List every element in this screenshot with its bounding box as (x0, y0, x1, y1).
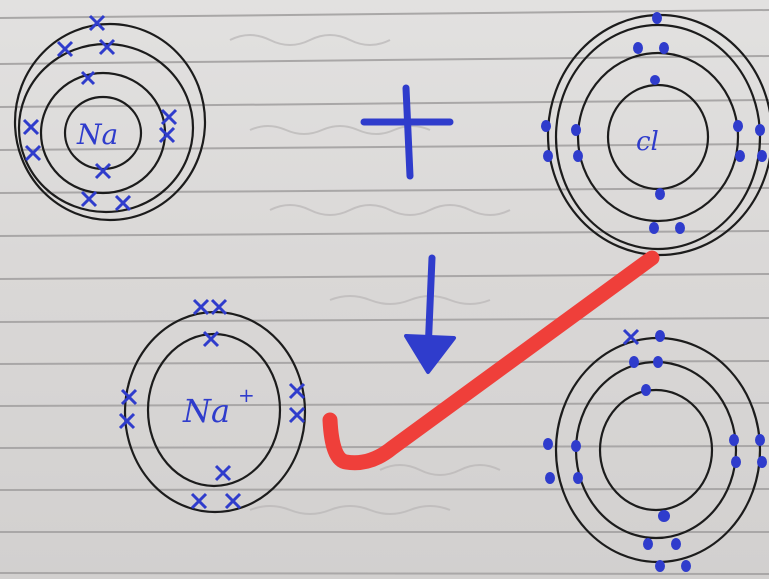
chloride-ion-shell-1 (598, 388, 714, 512)
chloride-ion (543, 328, 767, 572)
sodium-ion-label: Na (182, 392, 230, 430)
sodium-ion-electrons (118, 298, 306, 510)
chloride-ion-shell-3 (554, 336, 762, 564)
sodium-label: Na (76, 118, 118, 151)
chlorine-electrons (541, 12, 767, 234)
sodium-ion-charge: + (238, 383, 255, 407)
chlorine-label: cl (636, 127, 659, 157)
bleed-through-writing (229, 34, 511, 515)
chloride-ion-electrons (543, 330, 767, 572)
down-arrow (404, 254, 456, 374)
sodium-ion: Na + (118, 298, 307, 514)
plus-sign (360, 84, 454, 180)
chloride-ion-shells (554, 336, 762, 564)
sodium-atom: Na (13, 14, 207, 222)
sodium-electrons (22, 14, 178, 212)
ruled-lines (0, 9, 769, 575)
chlorine-shell-3 (554, 23, 762, 251)
chlorine-atom: cl (541, 12, 769, 257)
chloride-ion-gained-electron (622, 328, 640, 346)
chlorine-shell-2 (576, 51, 740, 223)
red-check-mark (322, 250, 660, 471)
sodium-shell-3b (13, 22, 207, 222)
